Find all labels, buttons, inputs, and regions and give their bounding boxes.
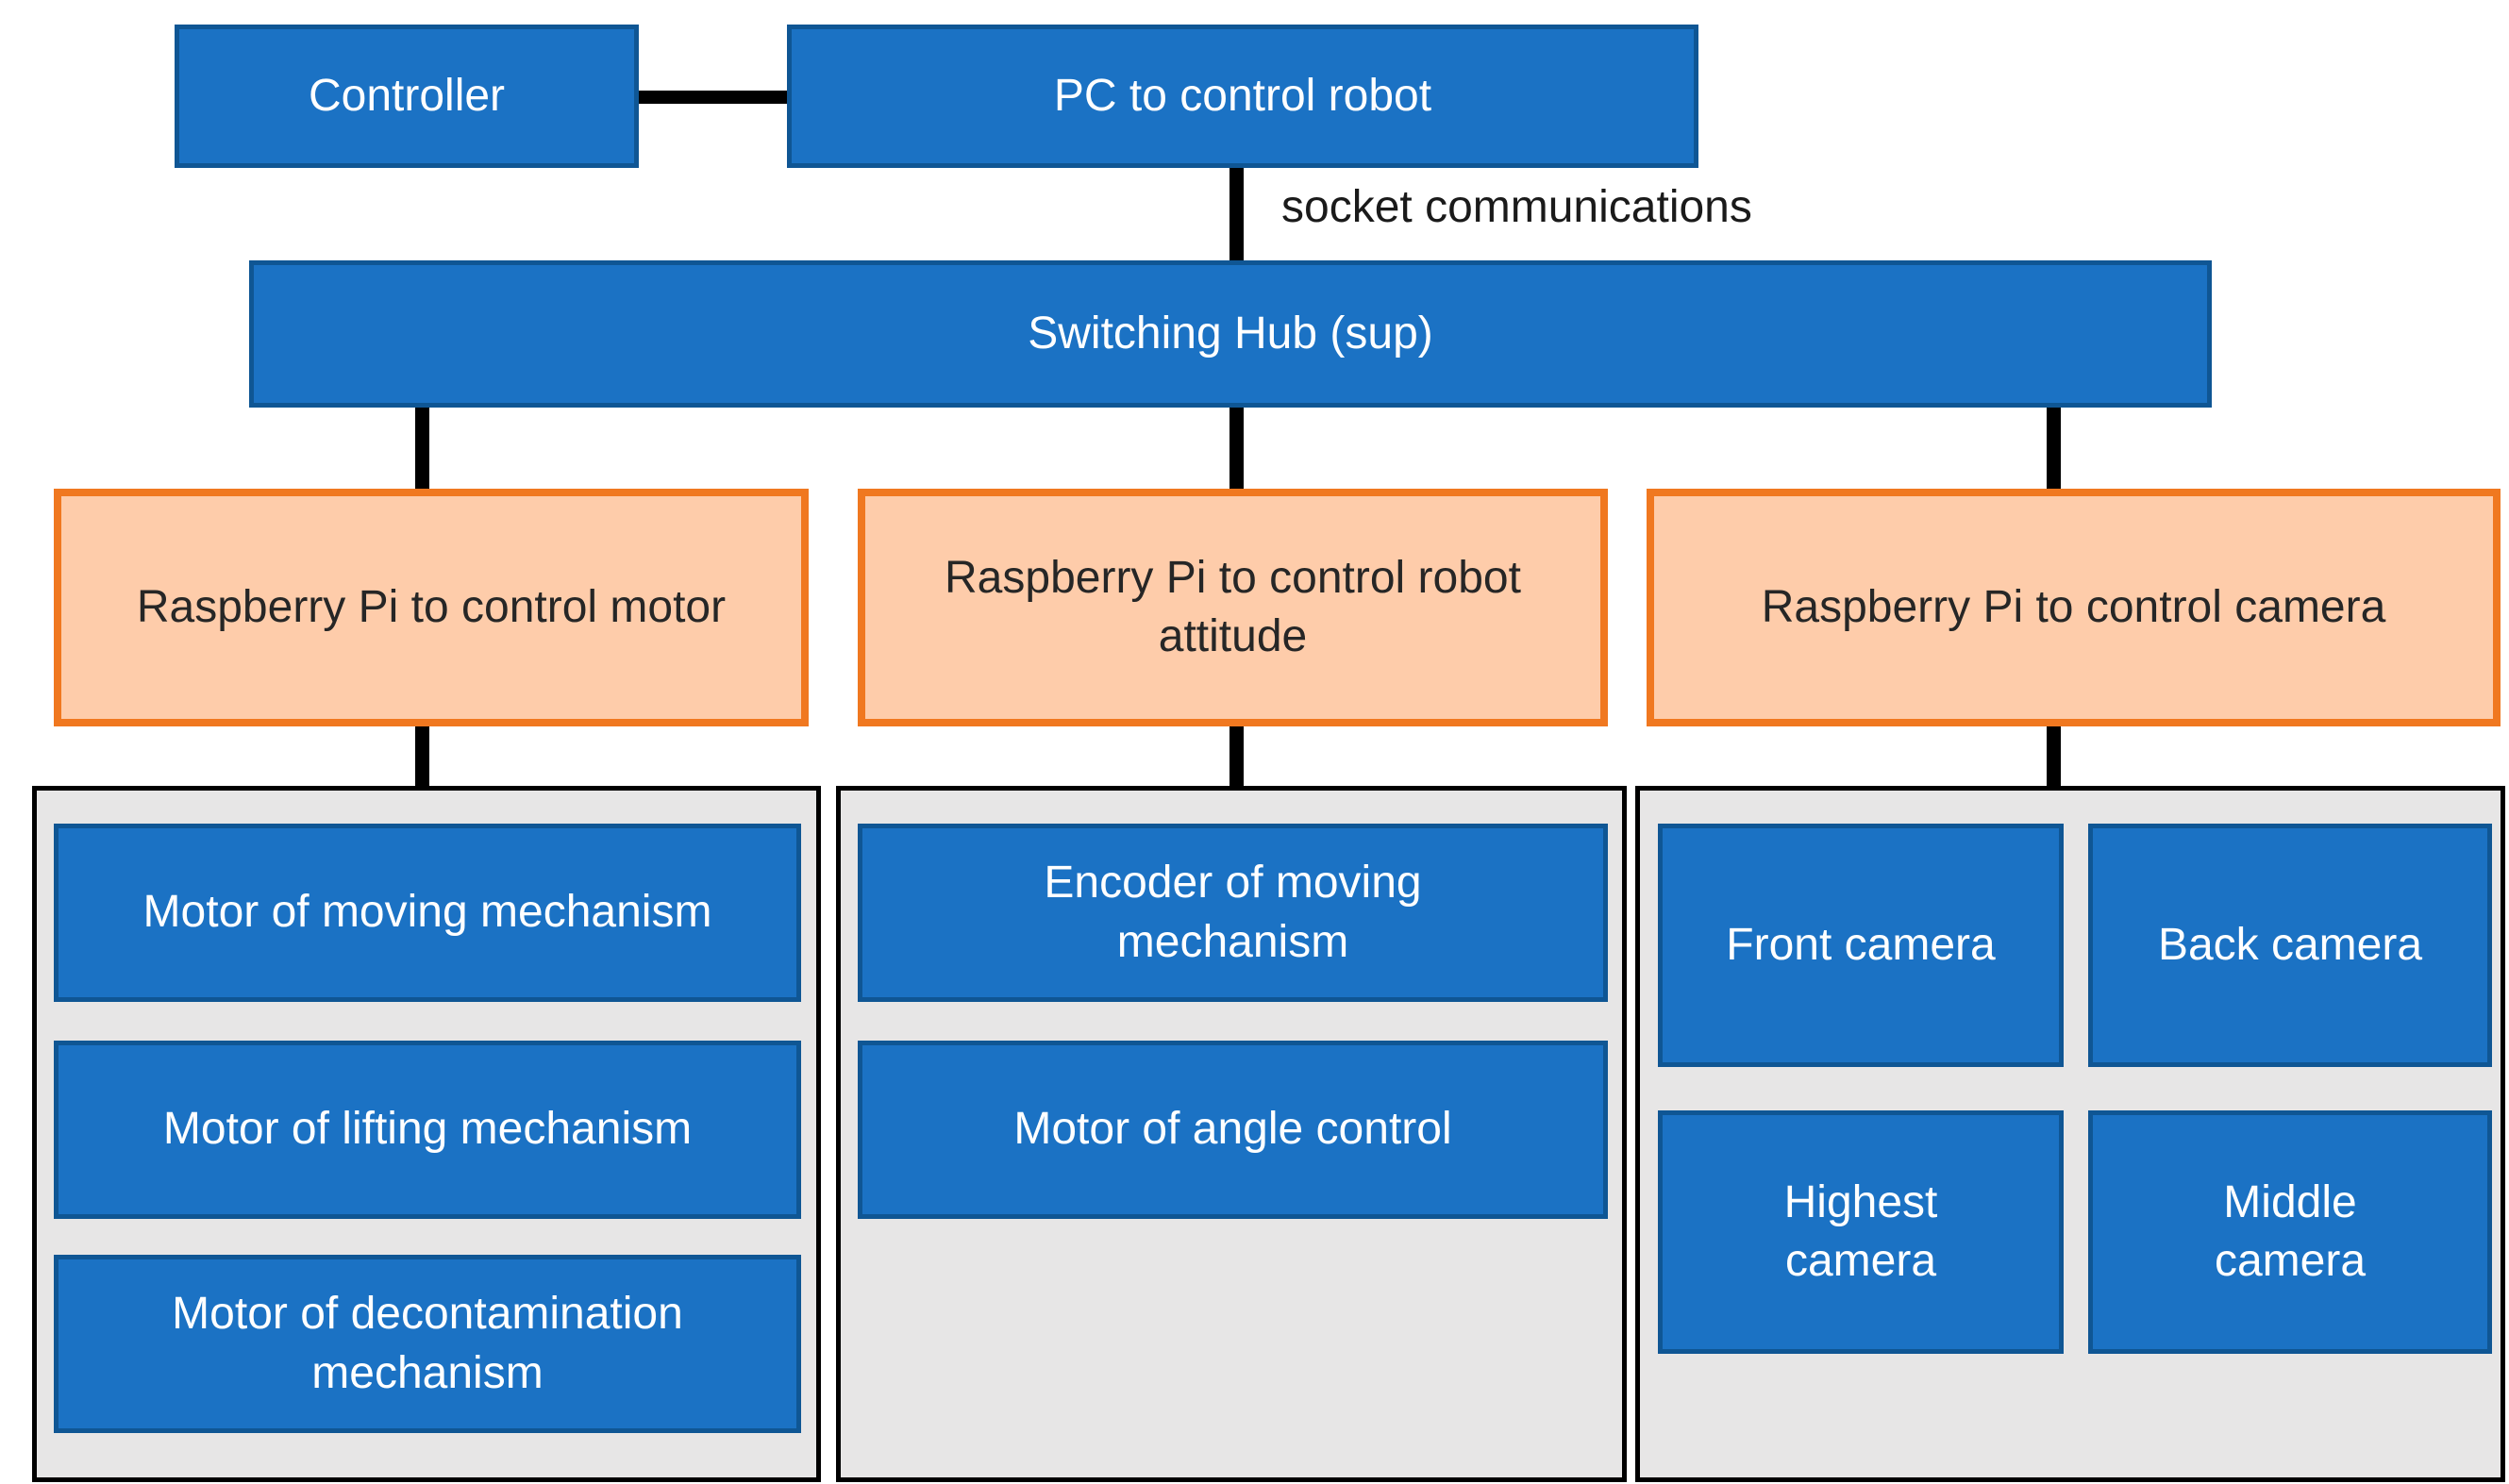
node-rpi-motor: Raspberry Pi to control motor [54,489,809,726]
connector-rpi-motor-panel [415,726,429,787]
node-motor-moving-mechanism: Motor of moving mechanism [54,824,801,1002]
label-socket-communications: socket communications [1281,182,1752,232]
node-rpi-camera: Raspberry Pi to control camera [1647,489,2501,726]
node-back-camera: Back camera [2088,824,2492,1067]
node-encoder-moving-mechanism: Encoder of moving mechanism [858,824,1608,1002]
connector-hub-rpi-attitude [1229,408,1244,491]
connector-hub-rpi-motor [415,408,429,491]
node-controller: Controller [175,25,639,168]
node-motor-angle-control: Motor of angle control [858,1041,1608,1219]
connector-rpi-attitude-panel [1229,726,1244,787]
node-rpi-attitude: Raspberry Pi to control robot attitude [858,489,1608,726]
connector-controller-pc [639,91,787,104]
node-front-camera: Front camera [1658,824,2064,1067]
connector-pc-hub [1229,168,1244,262]
node-highest-camera: Highest camera [1658,1110,2064,1354]
node-switching-hub: Switching Hub (sup) [249,260,2212,408]
connector-rpi-camera-panel [2047,726,2061,787]
connector-hub-rpi-camera [2047,408,2061,491]
node-middle-camera: Middle camera [2088,1110,2492,1354]
node-pc-control-robot: PC to control robot [787,25,1698,168]
node-motor-lifting-mechanism: Motor of lifting mechanism [54,1041,801,1219]
node-motor-decontamination-mechanism: Motor of decontamination mechanism [54,1255,801,1433]
